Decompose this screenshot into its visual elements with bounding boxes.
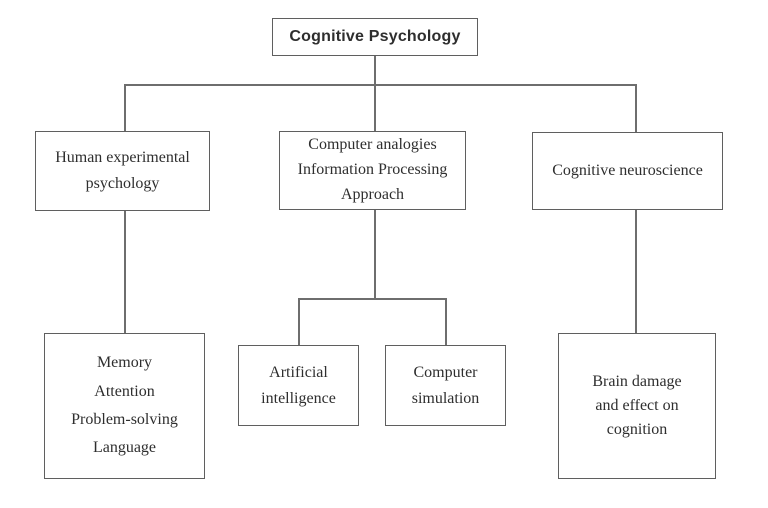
node-artificial-intelligence: Artificial intelligence xyxy=(238,345,359,426)
node-memory-attention-problem-solving-language: Memory Attention Problem-solving Languag… xyxy=(44,333,205,479)
connector-drop-info xyxy=(374,84,376,131)
connector-info-split xyxy=(298,298,447,300)
connector-neuro-to-brain xyxy=(635,210,637,333)
node-brain-damage-effect-cognition: Brain damage and effect on cognition xyxy=(558,333,716,479)
connector-drop-simulation xyxy=(445,298,447,345)
node-information-processing-approach: Computer analogies Information Processin… xyxy=(279,131,466,210)
connector-drop-neuroscience xyxy=(635,84,637,132)
node-cognitive-neuroscience: Cognitive neuroscience xyxy=(532,132,723,210)
connector-root-stem xyxy=(374,56,376,84)
connector-human-to-memory xyxy=(124,211,126,333)
node-human-experimental-psychology: Human experimental psychology xyxy=(35,131,210,211)
connector-drop-human xyxy=(124,84,126,131)
node-cognitive-psychology: Cognitive Psychology xyxy=(272,18,478,56)
connector-drop-ai xyxy=(298,298,300,345)
connector-info-stem xyxy=(374,210,376,299)
connector-level2-branch xyxy=(124,84,636,86)
node-computer-simulation: Computer simulation xyxy=(385,345,506,426)
